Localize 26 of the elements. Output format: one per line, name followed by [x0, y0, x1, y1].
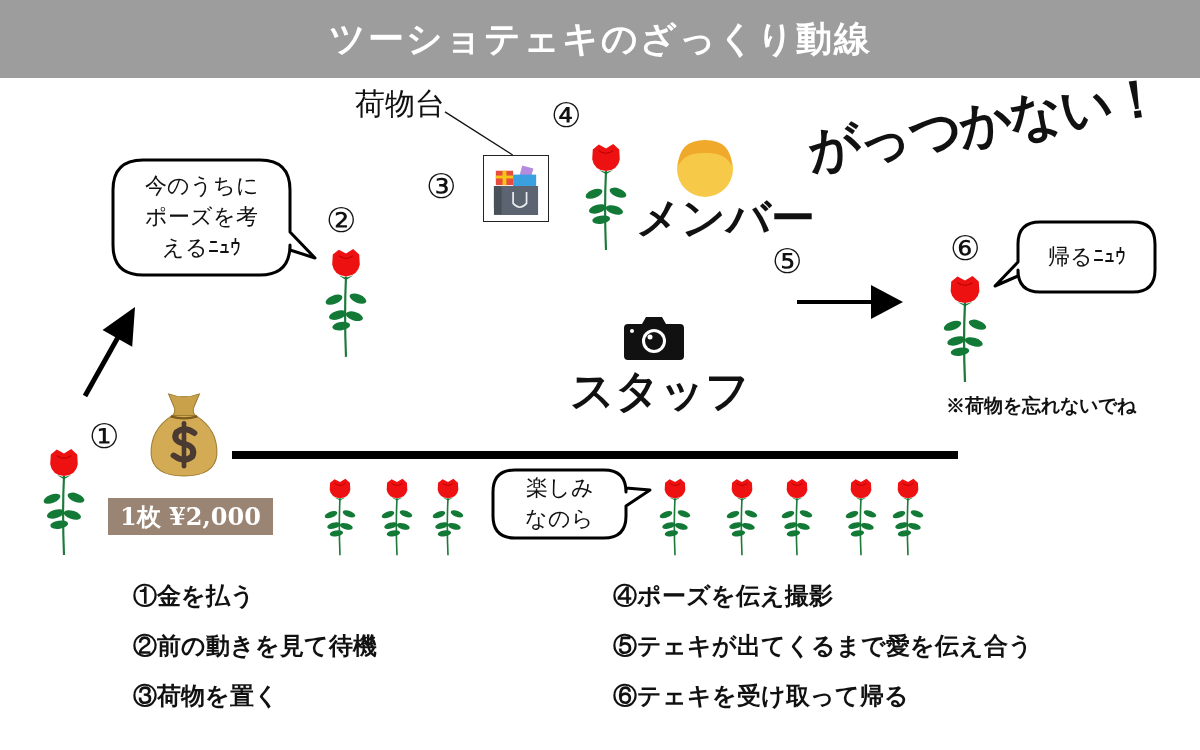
speech-bubble — [992, 220, 1158, 296]
speech-bubble — [491, 468, 653, 540]
step-number: ④ — [551, 95, 581, 136]
step-list-item: ⑤テェキが出てくるまで愛を伝え合う — [613, 632, 1033, 661]
step-number: ③ — [426, 166, 456, 207]
callout-label: 荷物台 — [355, 86, 445, 122]
title-text: ツーショテェキのざっくり動線 — [328, 15, 872, 61]
step-list-item: ④ポーズを伝え撮影 — [613, 582, 833, 611]
step-list-item: ⑥テェキを受け取って帰る — [613, 682, 909, 711]
bubble-text: 今のうちにポーズを考えるﾆｭｳ — [143, 172, 260, 262]
step-number: ① — [89, 416, 119, 457]
role-label: スタッフ — [570, 365, 750, 418]
bubble-text: 楽しみなのら — [524, 474, 595, 533]
price-text: 1枚 ¥2,000 — [120, 500, 261, 533]
step-list-item: ③荷物を置く — [133, 682, 279, 711]
step-number: ② — [326, 200, 356, 241]
note-text: ※荷物を忘れないでね — [946, 394, 1136, 417]
luggage-box — [483, 155, 549, 222]
price-tag — [108, 498, 273, 535]
step-list-item: ②前の動きを見て待機 — [133, 632, 377, 661]
leader-line — [444, 111, 514, 156]
speech-bubble — [111, 158, 319, 278]
step-number: ⑥ — [950, 228, 980, 269]
bubble-text: 帰るﾆｭｳ — [1046, 242, 1127, 271]
slogan-text: がっつかない！ — [803, 64, 1165, 182]
step-list-item: ①金を払う — [133, 582, 255, 611]
